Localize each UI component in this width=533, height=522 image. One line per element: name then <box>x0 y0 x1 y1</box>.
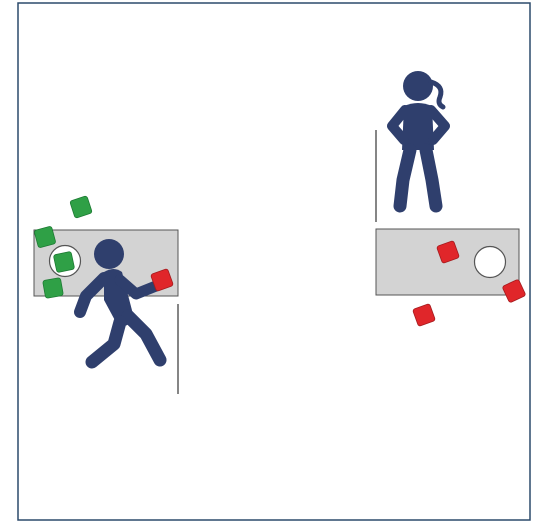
red-cube <box>412 303 435 326</box>
right-station <box>376 71 526 327</box>
green-cube <box>43 278 64 299</box>
standing-person-icon <box>392 71 445 206</box>
green-cube-in-target <box>53 251 74 272</box>
green-cube <box>70 196 93 219</box>
right-target-circle <box>475 247 506 278</box>
left-station <box>34 196 178 394</box>
